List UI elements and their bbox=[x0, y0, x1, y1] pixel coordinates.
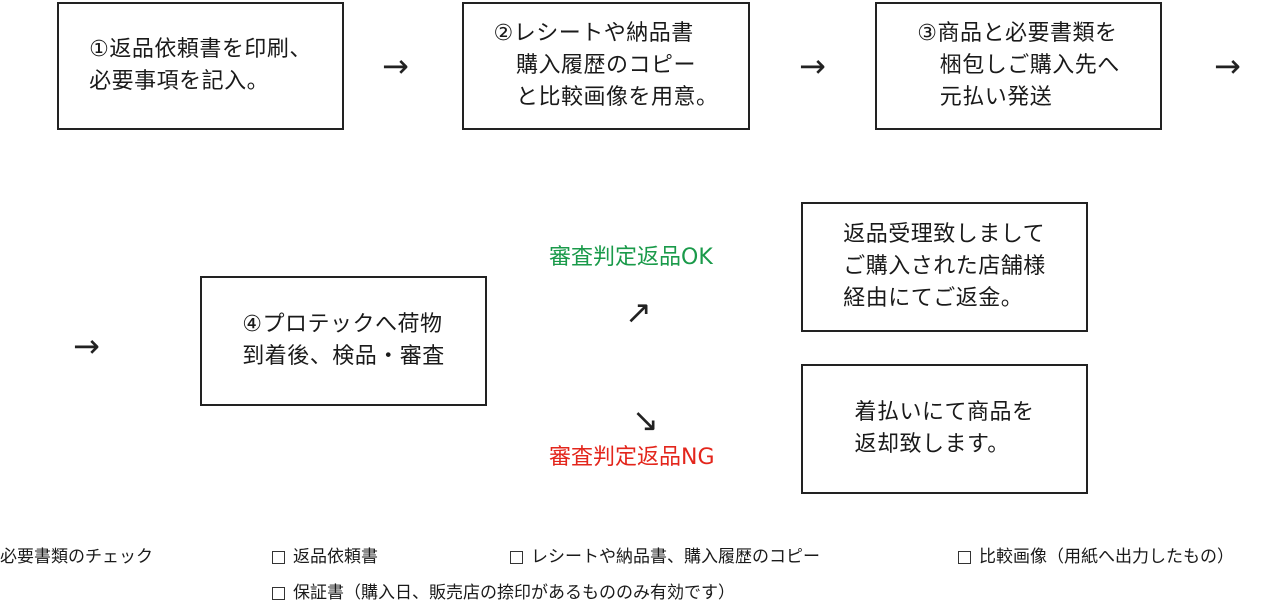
checklist-item-label: レシートや納品書、購入履歴のコピー bbox=[531, 547, 820, 567]
step-4-text: ④プロテックへ荷物 到着後、検品・審査 bbox=[242, 312, 445, 369]
outcome-ng-box: 着払いにて商品を 返却致します。 bbox=[801, 364, 1088, 494]
arrow-up-right: ↗ bbox=[625, 293, 652, 331]
arrow-step3-continue: → bbox=[1214, 47, 1241, 85]
step-2-box: ②レシートや納品書 購入履歴のコピー と比較画像を用意。 bbox=[462, 2, 750, 130]
outcome-ok-text: 返品受理致しまして ご購入された店舗様 経由にてご返金。 bbox=[843, 222, 1046, 311]
checklist-title: 必要書類のチェック bbox=[0, 547, 153, 567]
arrow-to-step4: → bbox=[73, 327, 100, 365]
checkbox-icon[interactable] bbox=[272, 550, 285, 564]
checklist-item-label: 返品依頼書 bbox=[293, 547, 378, 567]
checkbox-icon[interactable] bbox=[510, 550, 523, 564]
outcome-ng-text: 着払いにて商品を 返却致します。 bbox=[854, 400, 1035, 457]
arrow-down-right: ↘ bbox=[632, 401, 659, 439]
checkbox-icon[interactable] bbox=[272, 586, 285, 600]
checklist-item-label: 保証書（購入日、販売店の捺印があるもののみ有効です） bbox=[293, 583, 735, 603]
arrow-step1-to-step2: → bbox=[382, 47, 409, 85]
checklist-item-label: 比較画像（用紙へ出力したもの） bbox=[979, 547, 1234, 567]
checkbox-icon[interactable] bbox=[958, 550, 971, 564]
verdict-ok-label: 審査判定返品OK bbox=[549, 245, 713, 270]
checklist-item[interactable]: レシートや納品書、購入履歴のコピー bbox=[510, 546, 820, 568]
step-1-text: ①返品依頼書を印刷、 必要事項を記入。 bbox=[89, 37, 312, 94]
arrow-step2-to-step3: → bbox=[799, 47, 826, 85]
checklist-item[interactable]: 保証書（購入日、販売店の捺印があるもののみ有効です） bbox=[272, 582, 735, 604]
checklist-item[interactable]: 比較画像（用紙へ出力したもの） bbox=[958, 546, 1234, 568]
step-3-box: ③商品と必要書類を 梱包しご購入先へ 元払い発送 bbox=[875, 2, 1162, 130]
outcome-ok-box: 返品受理致しまして ご購入された店舗様 経由にてご返金。 bbox=[801, 202, 1088, 332]
verdict-ng-label: 審査判定返品NG bbox=[549, 445, 715, 470]
step-2-text: ②レシートや納品書 購入履歴のコピー と比較画像を用意。 bbox=[493, 21, 719, 110]
step-4-box: ④プロテックへ荷物 到着後、検品・審査 bbox=[200, 276, 487, 406]
step-1-box: ①返品依頼書を印刷、 必要事項を記入。 bbox=[57, 2, 344, 130]
step-3-text: ③商品と必要書類を 梱包しご購入先へ 元払い発送 bbox=[917, 21, 1120, 110]
checklist-item[interactable]: 返品依頼書 bbox=[272, 546, 378, 568]
